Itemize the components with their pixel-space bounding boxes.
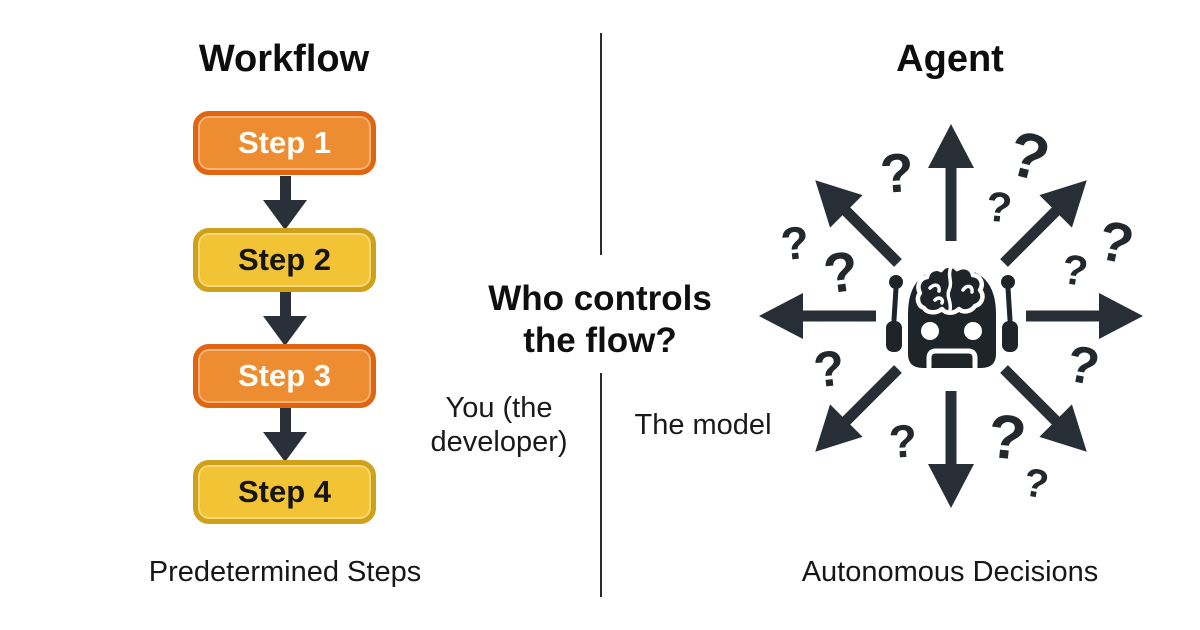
workflow-caption: Predetermined Steps xyxy=(148,556,422,588)
step-label: Step 2 xyxy=(237,242,332,277)
workflow-step-4: Step 4 xyxy=(193,460,376,524)
robot-brain-icon xyxy=(886,263,1018,370)
agent-caption: Autonomous Decisions xyxy=(801,556,1099,588)
question-marks: ? ? ? ? ? ? ? ? ? ? ? ? xyxy=(778,116,1139,507)
question-mark: ? xyxy=(985,402,1030,475)
robot-mouth xyxy=(926,348,978,370)
step-label: Step 1 xyxy=(237,125,332,160)
brain-icon xyxy=(915,263,985,315)
question-mark: ? xyxy=(1059,245,1091,295)
question-mark: ? xyxy=(887,414,919,468)
workflow-title: Workflow xyxy=(198,38,370,80)
robot-eye xyxy=(964,322,982,340)
divider-line-bottom xyxy=(600,373,602,597)
robot-head xyxy=(908,268,996,368)
robot-ear xyxy=(886,321,902,352)
radial-arrow-up-icon xyxy=(928,124,974,241)
radial-arrow-down-icon xyxy=(928,391,974,508)
divider-line-top xyxy=(600,33,602,255)
agent-title: Agent xyxy=(896,38,1004,80)
robot-eye xyxy=(921,322,939,340)
workflow-step-1: Step 1 xyxy=(193,111,376,175)
down-arrow-icon xyxy=(263,176,307,230)
robot-ear xyxy=(1002,321,1018,352)
radial-arrow-right-icon xyxy=(1026,293,1143,339)
workflow-step-3: Step 3 xyxy=(193,344,376,408)
question-mark: ? xyxy=(1093,208,1140,277)
question-title: Who controls the flow? xyxy=(488,279,712,360)
agent-radial-graphic: ? ? ? ? ? ? ? ? ? ? ? ? xyxy=(759,116,1143,508)
robot-antennas xyxy=(891,285,1013,323)
question-mark: ? xyxy=(878,141,916,205)
down-arrow-icon xyxy=(263,292,307,346)
developer-label: You (the developer) xyxy=(430,392,568,458)
model-label: The model xyxy=(634,409,772,441)
step-label: Step 3 xyxy=(237,358,332,393)
question-mark: ? xyxy=(1062,335,1103,398)
down-arrow-icon xyxy=(263,408,307,462)
workflow-step-2: Step 2 xyxy=(193,228,376,292)
question-mark: ? xyxy=(1020,460,1052,508)
question-mark: ? xyxy=(778,216,811,271)
antenna-tip xyxy=(889,275,903,289)
question-mark: ? xyxy=(984,182,1014,231)
antenna-tip xyxy=(1001,275,1015,289)
step-label: Step 4 xyxy=(237,474,332,509)
question-mark: ? xyxy=(811,340,847,399)
question-mark: ? xyxy=(820,238,863,305)
